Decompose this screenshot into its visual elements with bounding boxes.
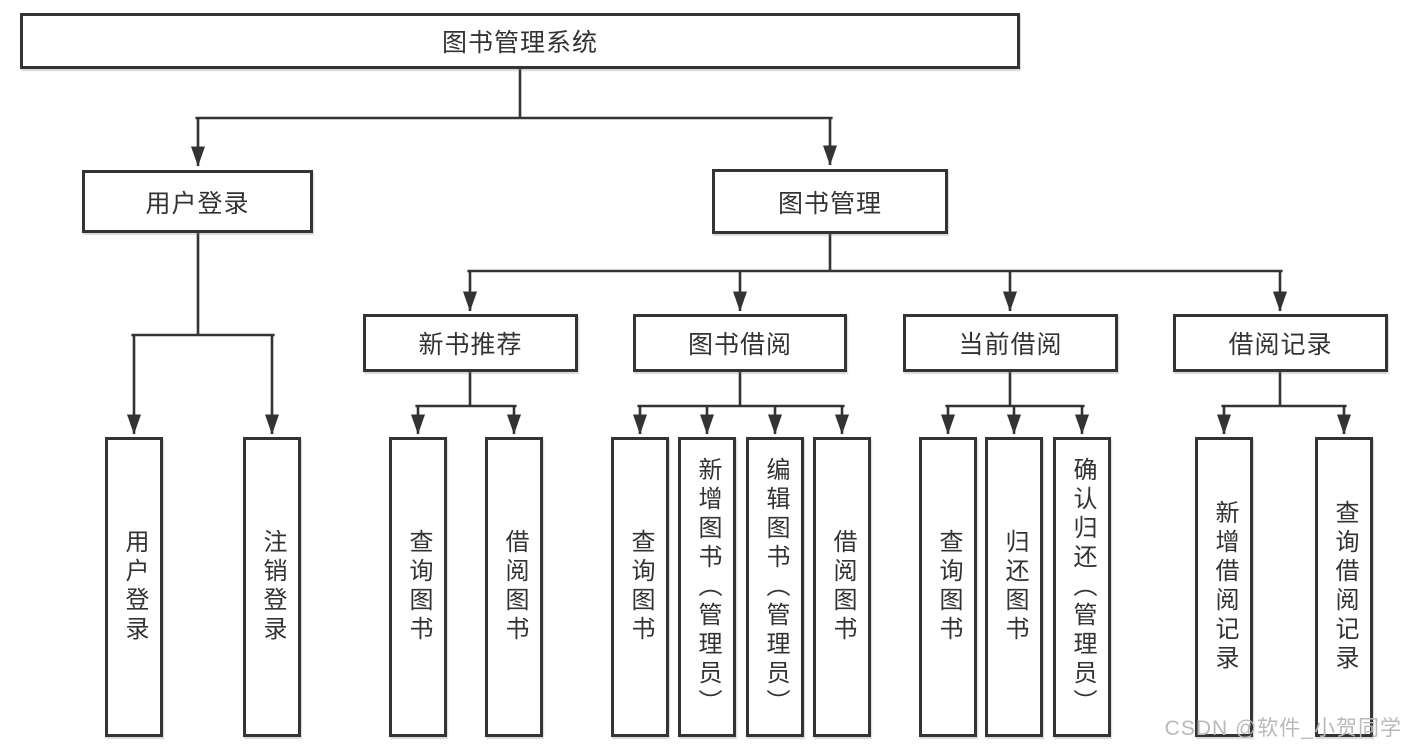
leaf-user-login: 用户登录 <box>105 437 163 737</box>
leaf-edit-book-admin: 编辑图书（管理员） <box>746 437 804 737</box>
leaf-borrow-book-2: 借阅图书 <box>813 437 871 737</box>
leaf-borrow-book-1-label: 借阅图书 <box>501 529 528 645</box>
leaf-query-borrow-record: 查询借阅记录 <box>1315 437 1373 737</box>
leaf-add-borrow-record-label: 新增借阅记录 <box>1211 500 1238 674</box>
node-current-borrow: 当前借阅 <box>903 314 1118 372</box>
leaf-borrow-book-1: 借阅图书 <box>485 437 543 737</box>
leaf-return-book: 归还图书 <box>985 437 1043 737</box>
leaf-query-book-1: 查询图书 <box>389 437 447 737</box>
leaf-add-book-admin-label: 新增图书（管理员） <box>694 456 721 718</box>
node-new-book-recommend: 新书推荐 <box>363 314 578 372</box>
leaf-confirm-return-admin-label: 确认归还（管理员） <box>1069 456 1096 718</box>
node-book-management: 图书管理 <box>712 169 948 234</box>
leaf-add-book-admin: 新增图书（管理员） <box>678 437 736 737</box>
leaf-query-book-2-label: 查询图书 <box>627 529 654 645</box>
leaf-query-book-1-label: 查询图书 <box>405 529 432 645</box>
node-root-label: 图书管理系统 <box>441 29 598 57</box>
leaf-add-borrow-record: 新增借阅记录 <box>1195 437 1253 737</box>
node-borrow-record: 借阅记录 <box>1173 314 1388 372</box>
leaf-query-book-2: 查询图书 <box>611 437 669 737</box>
csdn-watermark: CSDN @软件_小贺同学 <box>1164 717 1402 740</box>
node-root: 图书管理系统 <box>20 13 1020 69</box>
node-current-borrow-label: 当前借阅 <box>958 331 1063 359</box>
leaf-return-book-label: 归还图书 <box>1001 529 1028 645</box>
leaf-borrow-book-2-label: 借阅图书 <box>829 529 856 645</box>
leaf-query-book-3: 查询图书 <box>919 437 977 737</box>
node-user-login: 用户登录 <box>82 170 313 233</box>
leaf-user-login-label: 用户登录 <box>121 529 148 645</box>
node-book-management-label: 图书管理 <box>777 189 882 218</box>
node-book-borrow-label: 图书借阅 <box>687 331 792 359</box>
leaf-confirm-return-admin: 确认归还（管理员） <box>1053 437 1111 737</box>
leaf-query-borrow-record-label: 查询借阅记录 <box>1331 500 1358 674</box>
node-user-login-label: 用户登录 <box>145 189 250 218</box>
node-borrow-record-label: 借阅记录 <box>1228 331 1333 359</box>
leaf-edit-book-admin-label: 编辑图书（管理员） <box>762 456 789 718</box>
leaf-query-book-3-label: 查询图书 <box>935 529 962 645</box>
node-book-borrow: 图书借阅 <box>633 314 847 372</box>
leaf-logout-label: 注销登录 <box>259 529 286 645</box>
node-new-book-recommend-label: 新书推荐 <box>418 331 523 359</box>
leaf-logout: 注销登录 <box>243 437 301 737</box>
